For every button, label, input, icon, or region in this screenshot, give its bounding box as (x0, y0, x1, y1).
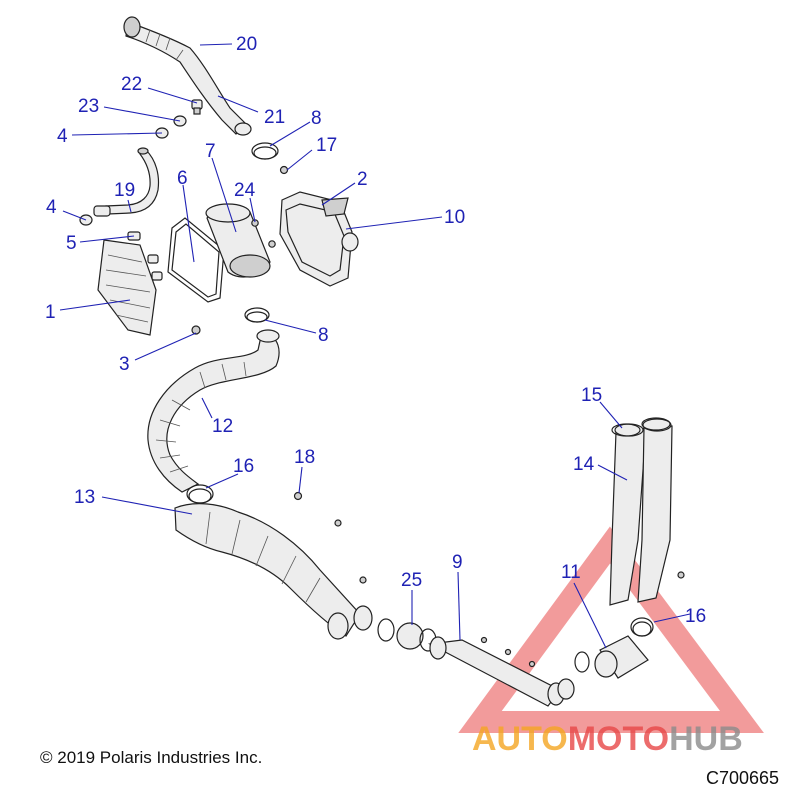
callout-label: 24 (234, 180, 256, 201)
adapter-11 (574, 635, 649, 679)
callout-label: 14 (573, 454, 595, 475)
callout-label: 8 (318, 325, 329, 346)
callout-label: 8 (311, 108, 322, 129)
callout-label: 13 (74, 487, 95, 508)
clamp-8-top (251, 142, 279, 160)
y-duct-14 (609, 418, 673, 606)
callout-numbers: 20 22 21 23 8 4 7 17 19 6 24 2 4 10 5 1 … (45, 34, 706, 627)
intake-duct-12 (147, 329, 280, 493)
callout-label: 12 (212, 416, 233, 437)
callout-label: 16 (233, 456, 254, 477)
airbox-housing-10 (279, 191, 359, 287)
callout-label: 18 (294, 447, 315, 468)
callout-label: 11 (561, 562, 581, 583)
intake-tube-9 (428, 636, 575, 707)
screw-3 (191, 325, 201, 335)
callout-label: 21 (264, 107, 285, 128)
coupler-25 (377, 618, 437, 652)
callout-label: 6 (177, 168, 188, 189)
callout-label: 4 (46, 197, 57, 218)
screw-17 (279, 165, 289, 175)
callout-label: 19 (114, 180, 135, 201)
callout-label: 23 (78, 96, 99, 117)
callout-label: 9 (452, 552, 463, 573)
breather-hose-19 (93, 147, 160, 217)
clamp-16-left (186, 484, 214, 504)
watermark-hub: HUB (669, 720, 743, 758)
leader-lines (59, 43, 691, 649)
intake-duct-13 (174, 503, 373, 640)
upper-intake-duct (123, 16, 252, 136)
airbox-cover-1 (97, 239, 157, 336)
callout-label: 4 (57, 126, 68, 147)
duct-13-screws (334, 519, 367, 584)
fitting-22 (191, 99, 203, 115)
watermark-moto: MOTO (568, 720, 669, 758)
gasket-6 (167, 217, 225, 303)
tube-9-screws (480, 636, 536, 668)
callout-label: 10 (444, 207, 465, 228)
clamp-15 (611, 417, 671, 437)
screw-18 (293, 491, 303, 501)
callout-label: 25 (401, 570, 422, 591)
clamp-8-lower (244, 307, 270, 323)
air-filter-7 (205, 203, 271, 278)
callout-label: 20 (236, 34, 257, 55)
watermark-text: AUTOMOTOHUB (472, 720, 743, 758)
clamp-16-right (630, 617, 654, 637)
svg-text:AUTOMOTOHUB: AUTOMOTOHUB (472, 720, 743, 758)
diagram-code: C700665 (706, 768, 780, 788)
callout-label: 7 (205, 141, 216, 162)
callout-label: 1 (45, 302, 56, 323)
callout-label: 22 (121, 74, 142, 95)
fitting-5 (127, 231, 163, 281)
callout-label: 2 (357, 169, 368, 190)
screw-24 (251, 219, 276, 248)
copyright-text: © 2019 Polaris Industries Inc. (40, 748, 263, 767)
screw-right (677, 571, 685, 579)
watermark-auto: AUTO (472, 720, 568, 758)
callout-label: 16 (685, 606, 706, 627)
callout-label: 15 (581, 385, 602, 406)
callout-label: 3 (119, 354, 130, 375)
callout-label: 5 (66, 233, 77, 254)
callout-label: 17 (316, 135, 337, 156)
watermark-triangle (458, 526, 764, 733)
